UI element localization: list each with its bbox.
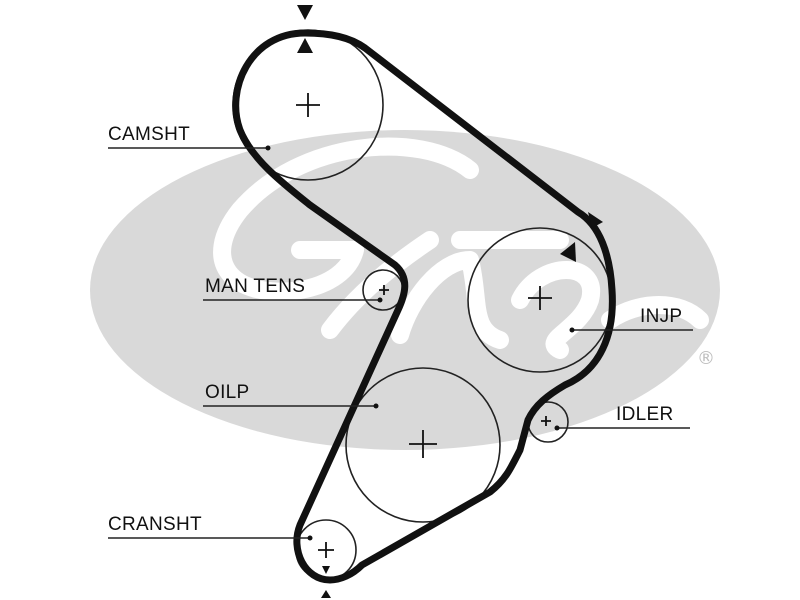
injection-pump-label: INJP [640,306,683,327]
oil-pump-pulley [345,367,501,523]
oil-pump-center-mark [409,430,437,458]
leader-dots [265,145,575,541]
timing-belt [232,29,616,584]
crankshaft-leader-dot [307,535,313,541]
crankshaft-timing-mark-outer [321,590,331,598]
manual-tensioner-label: MAN TENS [205,276,306,297]
oil-pump-label: OILP [205,382,250,403]
injection-pump-timing-mark-inner [560,242,576,262]
crankshaft-center-mark [318,542,334,558]
camshaft-label: CAMSHT [108,124,191,145]
crankshaft-label: CRANSHT [108,514,202,535]
injection-pump-leader-dot [569,327,575,333]
injection-pump-timing-mark-outer [588,212,603,228]
idler-leader-dot [554,425,560,431]
manual-tensioner-leader-dot [377,297,383,303]
injection-pump-center-mark [528,286,552,310]
crankshaft-timing-mark-inner [322,566,330,574]
idler-label: IDLER [616,404,674,425]
idler-center-mark [541,416,551,426]
pulley-centers [296,93,552,558]
timing-marks [297,5,603,598]
watermark-script [213,137,709,359]
camshaft-center-mark [296,93,320,117]
camshaft-timing-mark-outer [297,5,313,20]
camshaft-timing-mark-inner [297,38,313,53]
camshaft-leader-dot [265,145,271,151]
registered-mark: ® [697,348,715,369]
manual-tensioner-center-mark [379,285,389,295]
leader-lines [108,147,693,539]
oil-pump-leader-dot [373,403,379,409]
